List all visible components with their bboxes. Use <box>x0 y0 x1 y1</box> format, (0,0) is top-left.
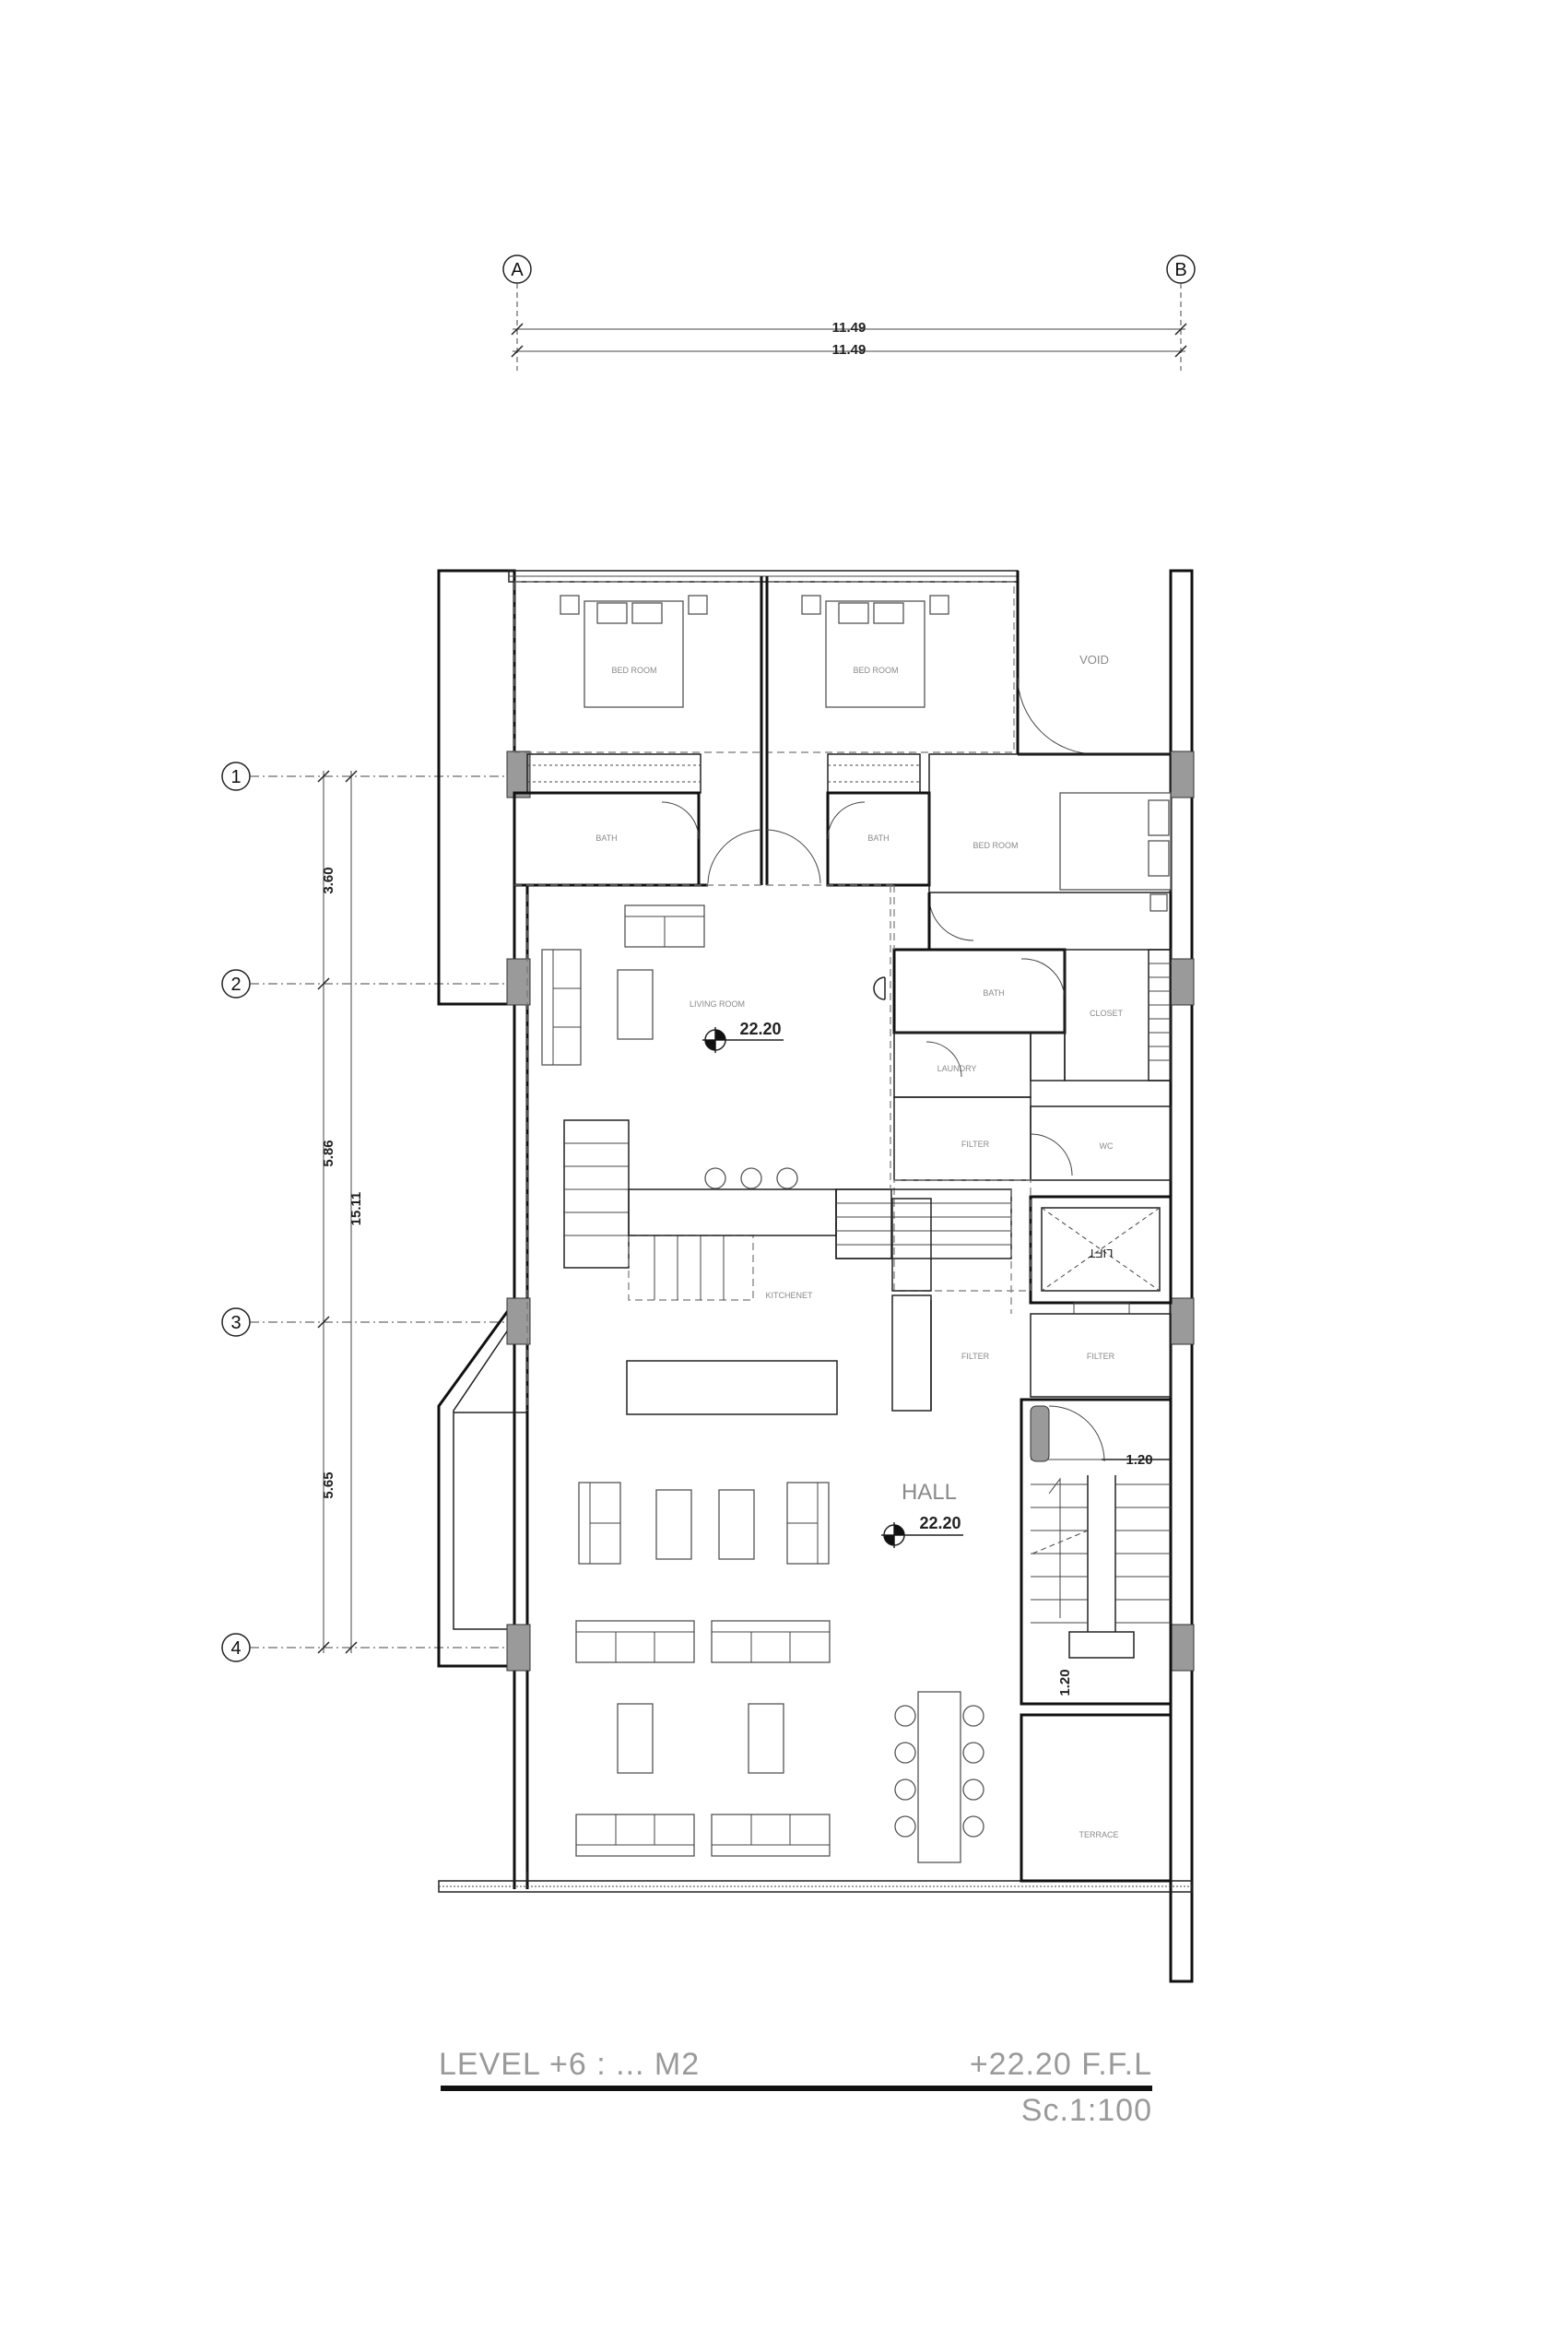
structural-columns <box>506 751 1195 1672</box>
room-label-bed-room-1: BED ROOM <box>611 666 656 675</box>
room-label-bath-1: BATH <box>595 833 617 843</box>
scale-label: Sc.1:100 <box>1021 2093 1152 2128</box>
room-label-void: VOID <box>1079 653 1109 667</box>
room-label-bath-2: BATH <box>867 833 889 843</box>
dimension-15-11: 15.11 <box>348 1192 364 1226</box>
dimension-stair-width: 1.20 <box>1126 1452 1152 1468</box>
grid-label-3: 3 <box>230 1313 241 1333</box>
service-block: BATH CLOSET LAUNDRY FILTER WC LIFT FILTE… <box>891 885 1173 1412</box>
grid-label-4: 4 <box>230 1638 241 1659</box>
level-living-room: 22.20 <box>739 1020 781 1038</box>
title-underline <box>441 2086 1152 2091</box>
room-label-bed-room-2: BED ROOM <box>853 666 898 675</box>
room-label-laundry: LAUNDRY <box>937 1064 977 1073</box>
main-stair: 1.20 1.20 <box>1020 1398 1173 1706</box>
room-label-hall: HALL <box>902 1480 957 1505</box>
grid-label-a: A <box>511 260 524 280</box>
room-label-closet: CLOSET <box>1090 1009 1124 1018</box>
bedroom-wing: BED ROOM BED ROOM VOID <box>513 571 1171 885</box>
dimension-3-60: 3.60 <box>321 867 336 893</box>
dimension-stair-landing: 1.20 <box>1057 1669 1073 1696</box>
room-label-lift: LIFT <box>1089 1247 1114 1260</box>
room-label-filter-2: FILTER <box>961 1352 990 1361</box>
room-label-living-room: LIVING ROOM <box>690 999 745 1009</box>
room-label-filter-1: FILTER <box>961 1140 990 1149</box>
living-room-furniture: LIVING ROOM 22.20 KITCHENET <box>514 884 894 1415</box>
room-label-kitchenet: KITCHENET <box>765 1291 813 1300</box>
kitchen-stair <box>563 1119 1012 1314</box>
bedroom-3: BED ROOM <box>928 753 1172 941</box>
room-label-filter-3: FILTER <box>1087 1352 1115 1361</box>
column-grid-markers: A B <box>502 254 1196 371</box>
title-block: LEVEL +6 : ... M2 +22.20 F.F.L Sc.1:100 <box>439 2047 1152 2128</box>
ffl-label: +22.20 F.F.L <box>970 2047 1152 2082</box>
level-title: LEVEL +6 : ... M2 <box>439 2047 700 2082</box>
vertical-dimensions: 3.60 5.86 5.65 15.11 <box>317 770 364 1654</box>
dimension-5-65: 5.65 <box>321 1471 336 1498</box>
bath-block: BATH BATH <box>513 791 931 887</box>
hall-furniture: HALL 22.20 <box>575 1480 984 1863</box>
room-label-bed-room-3: BED ROOM <box>973 841 1018 850</box>
room-label-bath-3: BATH <box>983 988 1004 998</box>
dimension-top: 11.49 <box>832 320 867 336</box>
dimension-top-2: 11.49 <box>832 342 867 358</box>
dimension-5-86: 5.86 <box>321 1140 336 1166</box>
room-label-terrace: TERRACE <box>1079 1830 1118 1839</box>
room-label-wc: WC <box>1100 1141 1114 1151</box>
row-grid-markers: 1 2 3 4 <box>221 762 516 1662</box>
terrace: TERRACE <box>1020 1713 1173 1883</box>
grid-label-1: 1 <box>230 767 241 787</box>
horizontal-dimension: 11.49 11.49 <box>511 320 1187 358</box>
grid-label-2: 2 <box>230 975 241 995</box>
grid-label-b: B <box>1174 260 1186 280</box>
level-hall: 22.20 <box>919 1514 961 1532</box>
